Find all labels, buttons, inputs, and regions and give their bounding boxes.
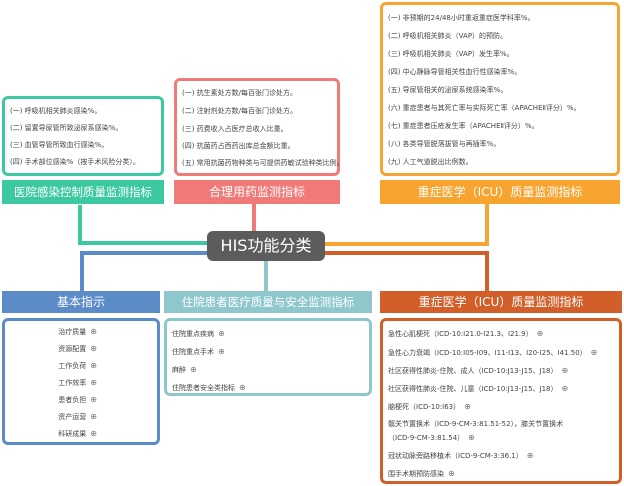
expand-icon[interactable]: ⊕ [90,361,97,370]
inpatient-item[interactable]: 住院重点疾病⊕ [172,329,225,338]
icu-bottom-item[interactable]: 围手术期预防感染⊕ [388,469,455,478]
icu-bottom-item: 髋关节置换术（ICD-9-CM-3:81.51-52），膝关节置换术 [388,420,564,428]
icu-top-item: (九) 人工气道脱出比例数。 [388,158,473,166]
expand-icon[interactable]: ⊕ [464,402,471,411]
icu-bottom-topic[interactable]: 重症医学（ICU）质量监测指标 [380,291,622,313]
drug-item: (三) 药费收入占医疗总收入比重。 [182,125,288,133]
expand-icon[interactable]: ⊕ [590,348,598,357]
connector-bottom-right [485,251,489,291]
basic-item[interactable]: 工作效率⊕ [58,378,97,387]
icu-top-item: (八) 各类导管脱落拔管与再插率%。 [388,140,501,148]
basic-item[interactable]: 资产运营⊕ [58,412,97,421]
expand-icon[interactable]: ⊕ [90,412,97,421]
icu-bottom-item[interactable]: 社区获得性肺炎-住院、儿童（ICD-10:J13-J15、J18）⊕ [388,384,569,393]
infection-topic[interactable]: 医院感染控制质量监测指标 [2,180,164,204]
infection-item: (一) 呼吸机相关肺炎感染%。 [10,107,102,115]
connector-top-left [78,205,82,245]
basic-item[interactable]: 资源配置⊕ [58,344,97,353]
connector-bottom-left-h [80,251,210,255]
icu-top-detail-box: (一) 非预期的24/48小时重返重症医学科率%。 (二) 呼吸机相关肺炎（VA… [380,2,620,176]
inpatient-detail-box: 住院重点疾病⊕ 住院重点手术⊕ 麻醉⊕ 住院患者安全类指标⊕ [164,318,372,396]
connector-top-left-h [78,241,210,245]
drug-topic[interactable]: 合理用药监测指标 [174,180,340,204]
infection-item: (三) 血管导管所致血行感染%。 [10,141,109,149]
central-topic[interactable]: HIS功能分类 [207,231,325,261]
basic-detail-box: 治疗质量⊕ 资源配置⊕ 工作负荷⊕ 工作效率⊕ 患者负担⊕ 资产运营⊕ 科研成果… [2,318,160,445]
basic-item[interactable]: 工作负荷⊕ [58,361,97,370]
drug-item: (二) 注射剂处方数/每百张门诊处方。 [182,107,298,115]
expand-icon[interactable]: ⊕ [448,469,455,478]
expand-icon[interactable]: ⊕ [90,327,97,336]
basic-item[interactable]: 治疗质量⊕ [58,327,97,336]
icu-top-item: (一) 非预期的24/48小时重返重症医学科率%。 [388,14,535,22]
icu-bottom-item[interactable]: 急性心力衰竭（ICD-10:I05-I09、I11-I13、I20-I25、I4… [388,348,598,357]
drug-item: (四) 抗菌药占西药出库总金额比重。 [182,142,295,150]
inpatient-item[interactable]: 麻醉⊕ [172,365,197,374]
expand-icon[interactable]: ⊕ [526,451,534,460]
expand-icon[interactable]: ⊕ [561,384,569,393]
icu-bottom-item[interactable]: （ICD-9-CM-3:81.54）⊕ [388,433,475,442]
icu-bottom-detail-box: 急性心肌梗死（ICD-10:I21.0-I21.3、I21.9）⊕ 急性心力衰竭… [380,318,622,484]
expand-icon[interactable]: ⊕ [561,366,569,375]
connector-bottom-mid [264,261,268,291]
expand-icon[interactable]: ⊕ [218,329,225,338]
expand-icon[interactable]: ⊕ [90,378,97,387]
connector-top-mid [252,204,256,232]
icu-bottom-item[interactable]: 社区获得性肺炎-住院、成人（ICD-10:J13-J15、J18）⊕ [388,366,569,375]
expand-icon[interactable]: ⊕ [468,433,475,442]
inpatient-topic[interactable]: 住院患者医疗质量与安全监测指标 [164,291,372,313]
drug-item: (五) 常用抗菌药物种类与可提供药敏试验种类比例。 [182,159,344,167]
expand-icon[interactable]: ⊕ [239,383,246,392]
infection-item: (四) 手术部位感染%（按手术风险分类）。 [10,158,140,166]
icu-bottom-item[interactable]: 急性心肌梗死（ICD-10:I21.0-I21.3、I21.9）⊕ [388,329,544,338]
expand-icon[interactable]: ⊕ [536,329,544,338]
connector-bottom-left [80,251,84,291]
icu-bottom-item[interactable]: 脑梗死（ICD-10:I63）⊕ [388,402,471,411]
icu-top-item: (六) 重症患者与其死亡率与实际死亡率（APACHEⅡ评分）%。 [388,104,581,112]
expand-icon[interactable]: ⊕ [90,429,97,438]
connector-top-right-h [325,242,489,246]
connector-bottom-right-h [325,251,489,255]
icu-top-topic[interactable]: 重症医学（ICU）质量监测指标 [380,180,620,204]
drug-item: (一) 抗生素处方数/每百张门诊处方。 [182,89,298,97]
icu-top-item: (二) 呼吸机相关肺炎（VAP）的预防。 [388,32,508,40]
inpatient-item[interactable]: 住院重点手术⊕ [172,347,225,356]
basic-item[interactable]: 科研成果⊕ [58,429,97,438]
basic-topic[interactable]: 基本指示 [2,291,160,313]
icu-top-item: (七) 重症患者压疮发生率（APACHEⅡ评分）%。 [388,122,539,130]
expand-icon[interactable]: ⊕ [218,347,225,356]
infection-detail-box: (一) 呼吸机相关肺炎感染%。 (二) 留置导尿管所致泌尿系感染%。 (三) 血… [2,96,164,176]
drug-detail-box: (一) 抗生素处方数/每百张门诊处方。 (二) 注射剂处方数/每百张门诊处方。 … [174,78,344,176]
icu-bottom-item[interactable]: 冠状动脉旁路移植术（ICD-9-CM-3:36.1）⊕ [388,451,534,460]
expand-icon[interactable]: ⊕ [90,344,97,353]
icu-top-item: (四) 中心静脉导管相关性血行性感染率%。 [388,68,522,76]
expand-icon[interactable]: ⊕ [90,395,97,404]
connector-top-right [485,204,489,246]
basic-item[interactable]: 患者负担⊕ [58,395,97,404]
icu-top-item: (三) 呼吸机相关肺炎（VAP）发生率%。 [388,50,514,58]
icu-top-item: (五) 导尿管相关的泌尿系统感染率%。 [388,86,508,94]
expand-icon[interactable]: ⊕ [190,365,197,374]
infection-item: (二) 留置导尿管所致泌尿系感染%。 [10,124,123,132]
inpatient-item[interactable]: 住院患者安全类指标⊕ [172,383,246,392]
